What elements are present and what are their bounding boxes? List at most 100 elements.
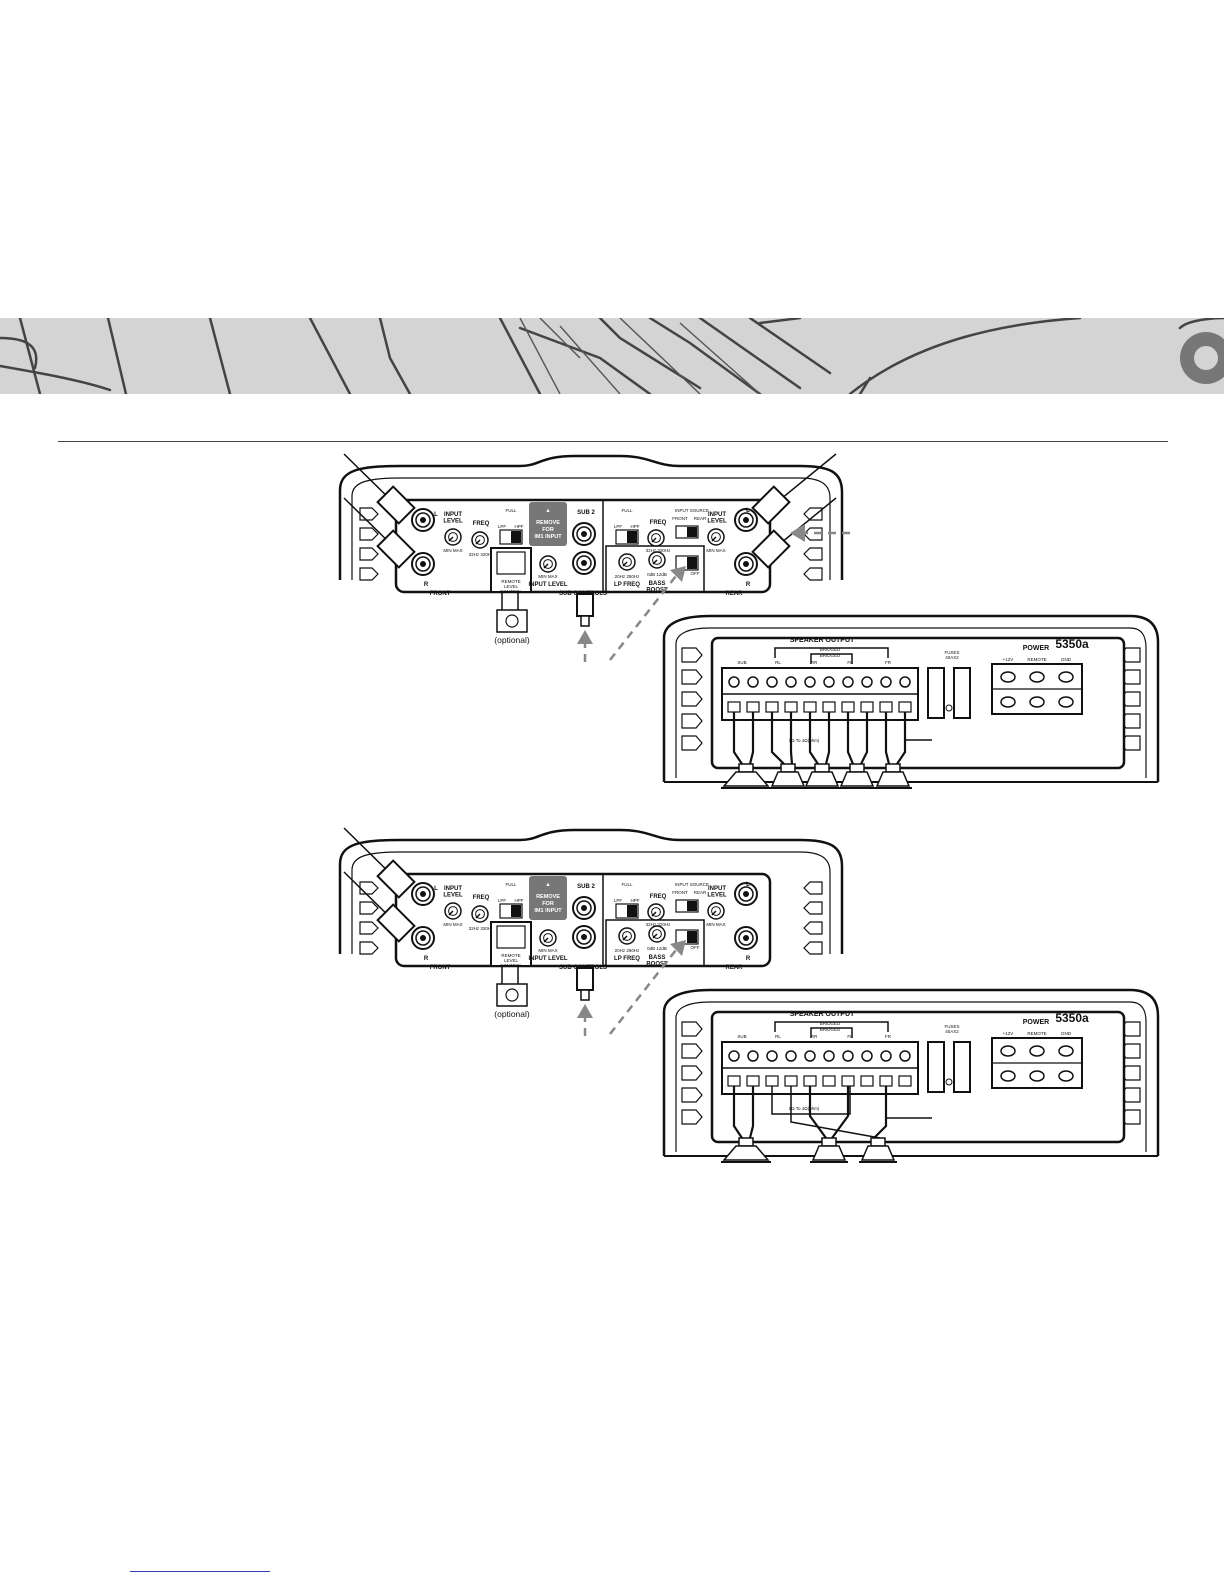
terminal-screw-4[interactable] (804, 1050, 816, 1062)
amp-left-fin (681, 647, 703, 663)
left-fin (359, 941, 379, 955)
power-terminal-label-0: +12V (1003, 1031, 1014, 1036)
remote-knob[interactable] (505, 988, 519, 1002)
rear-freq-knob-pointer (651, 911, 657, 917)
rear-left-label: L (746, 882, 750, 888)
footer-link-line[interactable] (130, 1571, 270, 1572)
terminal-screw-1[interactable] (747, 1050, 759, 1062)
power-slot-0 (1000, 696, 1016, 708)
terminal-slot-3 (784, 701, 798, 713)
terminal-screw-9[interactable] (899, 1050, 911, 1062)
terminal-slot-3 (784, 1075, 798, 1087)
rca-cables (343, 453, 850, 662)
sub2-label: SUB 2 (577, 510, 595, 516)
sub-input-level-label: INPUT LEVEL (528, 582, 567, 588)
fuse-screw (945, 1078, 953, 1086)
remove-plate-line1: REMOVE (536, 520, 560, 526)
sub1-rca-pin (581, 560, 587, 566)
front-min-max-label: MIN MAX (443, 922, 462, 927)
remote-label-2: LEVEL (504, 584, 519, 589)
remote-label-3: CONTROL (500, 963, 522, 968)
sub1-rca-pin (581, 934, 587, 940)
power-terminal-label-2: GND (1061, 1031, 1072, 1036)
amp-left-fin (681, 669, 703, 685)
rear-crossover-switch-slider (627, 531, 637, 543)
remote-port-jack[interactable] (496, 925, 526, 949)
section-divider (58, 441, 1168, 442)
rear-crossover-switch-slider (627, 905, 637, 917)
speaker-2-cone (804, 771, 840, 787)
input-source-switch-slider (687, 901, 697, 911)
power-slot-1 (1029, 696, 1045, 708)
front-freq-range-label: 32Hz 320Hz (469, 926, 495, 931)
speaker-2 (803, 763, 841, 789)
terminal-screw-3[interactable] (785, 676, 797, 688)
left-fin (359, 901, 379, 915)
rear-hpf-label: HPF (631, 898, 640, 903)
amp-chassis-inner (675, 1001, 1147, 1152)
power-screw-0[interactable] (1000, 671, 1016, 683)
power-screw-2[interactable] (1058, 671, 1074, 683)
speaker-wire-pos-0 (732, 712, 743, 765)
front-freq-knob-pointer (475, 913, 481, 919)
remote-label-1: REMOTE (501, 579, 520, 584)
terminal-screw-5[interactable] (823, 1050, 835, 1062)
fuse-1[interactable] (927, 1041, 945, 1093)
front-section-label: FRONT (430, 965, 451, 971)
rear-rca-plug (751, 529, 791, 569)
power-screw-1[interactable] (1029, 1045, 1045, 1057)
terminal-screw-6[interactable] (842, 1050, 854, 1062)
remote-port-jack[interactable] (496, 551, 526, 575)
power-label: POWER (1023, 1019, 1049, 1026)
sub-wire-neg (748, 1086, 755, 1139)
bridged-wire-2 (808, 1086, 827, 1139)
switch-dashed-arrow-line (609, 949, 677, 1035)
terminal-screw-1[interactable] (747, 676, 759, 688)
left-fin (359, 567, 379, 581)
sub-rca-plug (576, 967, 594, 991)
speaker-wire-neg-1 (789, 712, 794, 765)
terminal-screw-8[interactable] (880, 676, 892, 688)
terminal-screw-7[interactable] (861, 1050, 873, 1062)
power-screw-1[interactable] (1029, 671, 1045, 683)
fuse-2[interactable] (953, 667, 971, 719)
fuse-2[interactable] (953, 1041, 971, 1093)
terminal-screw-5[interactable] (823, 676, 835, 688)
terminal-screw-3[interactable] (785, 1050, 797, 1062)
terminal-slot-4 (803, 701, 817, 713)
fuse-1[interactable] (927, 667, 945, 719)
terminal-screw-6[interactable] (842, 676, 854, 688)
power-screw-0[interactable] (1000, 1045, 1016, 1057)
power-terminal-label-0: +12V (1003, 657, 1014, 662)
rear-right-label: R (746, 956, 751, 962)
terminal-screw-4[interactable] (804, 676, 816, 688)
front-min-max-label: MIN MAX (443, 548, 462, 553)
rear-lpf-label: LPF (614, 898, 623, 903)
front-crossover-switch-slider (511, 531, 521, 543)
panel-chassis-inner (351, 851, 831, 954)
remote-knob[interactable] (505, 614, 519, 628)
amp-left-fin (681, 713, 703, 729)
terminal-screw-7[interactable] (861, 676, 873, 688)
speaker-sub (721, 1137, 771, 1163)
power-screw-2[interactable] (1058, 1045, 1074, 1057)
front-crossover-switch-slider (511, 905, 521, 917)
terminal-screw-9[interactable] (899, 676, 911, 688)
terminal-screw-0[interactable] (728, 1050, 740, 1062)
terminal-screw-2[interactable] (766, 676, 778, 688)
terminal-screw-8[interactable] (880, 1050, 892, 1062)
terminal-screw-0[interactable] (728, 676, 740, 688)
input-source-label: INPUT SOURCE (675, 508, 709, 513)
front-hpf-label: HPF (515, 898, 524, 903)
rear-left-rca-pin (743, 517, 749, 523)
impedance-label: 1Ω To 4Ω(ohm) (789, 738, 820, 743)
front-rca-plug (376, 485, 416, 525)
lp-freq-label: LP FREQ (614, 582, 640, 588)
terminal-screw-2[interactable] (766, 1050, 778, 1062)
